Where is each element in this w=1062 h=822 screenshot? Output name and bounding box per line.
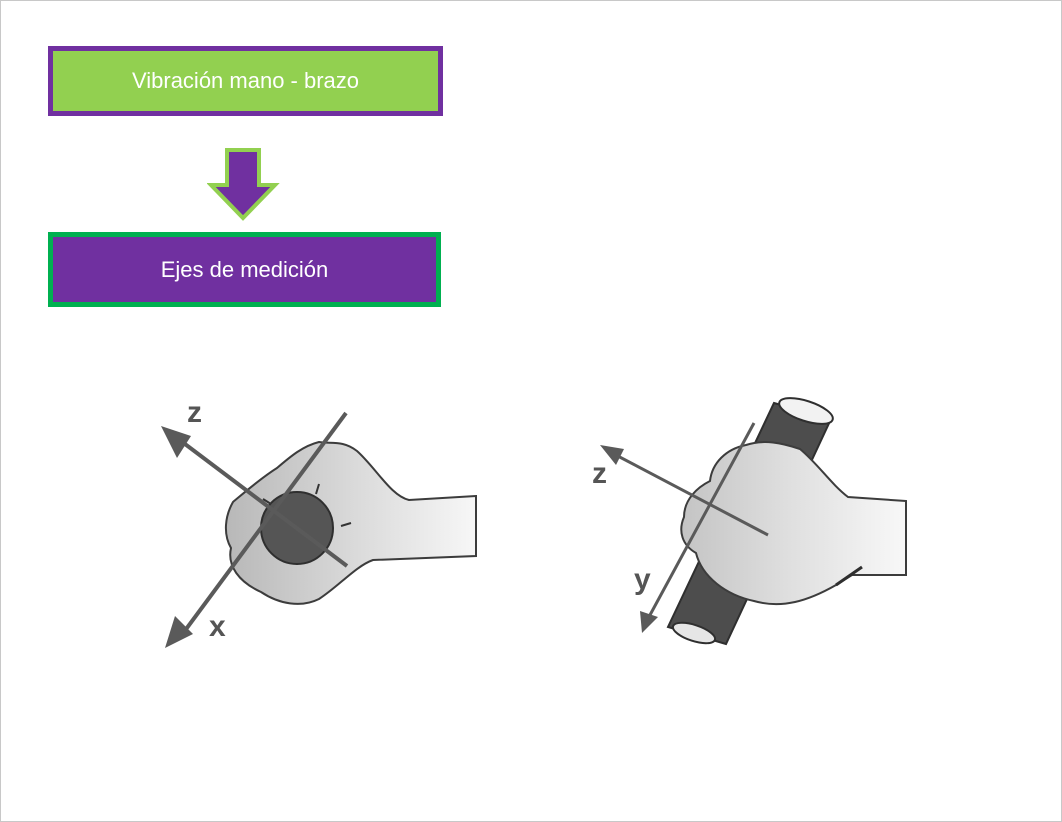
cylinder-top-end <box>778 397 834 425</box>
measurement-axes-label: Ejes de medición <box>160 256 329 282</box>
z-axis-label-right: z <box>592 457 607 490</box>
x-axis-line <box>179 411 348 638</box>
y-axis-label: y <box>634 563 651 596</box>
z-axis-label: z <box>187 396 202 429</box>
title-box-label: Vibración mano - brazo <box>131 68 360 93</box>
measurement-axes-box: Ejes de medición <box>48 232 441 307</box>
x-axis-label: x <box>209 610 226 643</box>
x-axis-arrowhead <box>165 616 193 648</box>
z-axis-arrowhead-right <box>600 445 624 465</box>
y-axis-line <box>648 422 756 616</box>
z-axis-line <box>175 436 349 568</box>
z-axis-arrowhead <box>161 426 191 458</box>
cylinder-bottom-end <box>671 621 717 645</box>
y-axis-arrowhead <box>640 611 658 633</box>
title-box-hand-arm-vibration: Vibración mano - brazo <box>48 46 443 116</box>
hand-grip-knob-figure: z x <box>161 396 477 648</box>
hand-grip-handle-figure: z y <box>592 397 907 646</box>
down-arrow-icon <box>207 148 280 221</box>
z-axis-line-right <box>611 451 769 537</box>
hand-shape-right <box>680 441 907 606</box>
